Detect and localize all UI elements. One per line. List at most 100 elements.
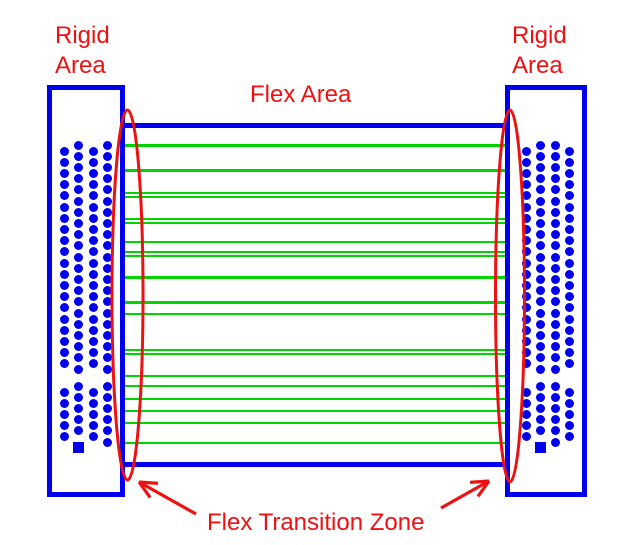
flex-trace-line	[125, 398, 505, 400]
via-dot	[536, 218, 545, 228]
via-dot	[536, 174, 545, 184]
via-dot	[565, 202, 574, 212]
via-dot	[536, 286, 545, 296]
via-dot	[536, 403, 545, 413]
via-dot	[103, 196, 112, 206]
via-dot	[59, 336, 69, 346]
via-dot	[550, 403, 560, 413]
via-dot	[59, 157, 69, 167]
via-dot	[521, 247, 531, 257]
via-dot	[88, 303, 98, 313]
via-dot	[536, 342, 545, 352]
via-dot	[88, 348, 98, 358]
via-dot	[103, 252, 112, 262]
via-dot	[59, 269, 69, 279]
via-dot	[103, 392, 112, 402]
via-dot	[103, 426, 112, 436]
via-dot	[88, 146, 98, 156]
via-dot	[88, 292, 98, 302]
transition-arrow-right	[440, 479, 491, 510]
via-dot	[74, 426, 83, 436]
via-dot	[74, 140, 83, 150]
via-dot	[74, 263, 83, 273]
via-dot	[74, 415, 83, 425]
via-dot	[74, 286, 83, 296]
via-dot	[88, 258, 98, 268]
via-dot	[521, 303, 531, 313]
via-dot	[550, 230, 560, 240]
via-dot	[88, 398, 98, 408]
via-dot	[103, 263, 112, 273]
flex-area-top-edge	[122, 123, 508, 128]
via-dot	[74, 185, 83, 195]
via-dot	[103, 381, 112, 391]
via-dot	[565, 314, 574, 324]
via-dot	[521, 292, 531, 302]
via-dot	[536, 319, 545, 329]
via-dot	[88, 247, 98, 257]
via-dot	[550, 263, 560, 273]
via-dot	[565, 432, 574, 442]
via-dot	[103, 342, 112, 352]
via-dot	[59, 202, 69, 212]
via-dot	[550, 252, 560, 262]
via-dot	[536, 415, 545, 425]
via-dot	[550, 426, 560, 436]
via-dot	[521, 202, 531, 212]
via-dot	[88, 314, 98, 324]
via-dot	[88, 224, 98, 234]
via-dot	[74, 319, 83, 329]
pin1-square-pad	[73, 441, 84, 453]
flex-trace-line	[125, 442, 505, 444]
via-dot	[59, 146, 69, 156]
via-dot	[103, 353, 112, 363]
flex-trace-line	[125, 375, 505, 377]
via-dot	[521, 421, 531, 431]
via-dot	[565, 180, 574, 190]
via-dot	[74, 392, 83, 402]
via-dot	[74, 218, 83, 228]
via-dot	[550, 437, 560, 447]
via-dot	[103, 330, 112, 340]
via-dot	[59, 292, 69, 302]
flex-trace-line	[125, 349, 505, 351]
via-dot	[550, 319, 560, 329]
via-dot	[88, 359, 98, 369]
via-dot	[521, 336, 531, 346]
flex-trace-line	[125, 169, 505, 172]
via-dot	[103, 185, 112, 195]
via-dot	[103, 274, 112, 284]
flex-trace-line	[125, 276, 505, 279]
via-dot	[88, 325, 98, 335]
via-dot	[521, 269, 531, 279]
via-dot	[565, 303, 574, 313]
via-dot	[103, 241, 112, 251]
flex-area-label: Flex Area	[250, 81, 352, 108]
via-dot	[59, 224, 69, 234]
via-dot	[536, 364, 545, 374]
via-dot	[88, 336, 98, 346]
via-dot	[521, 191, 531, 201]
via-dot	[103, 207, 112, 217]
via-dot	[565, 168, 574, 178]
via-dot	[565, 348, 574, 358]
rigid-area-label-left-line1: Rigid	[55, 22, 110, 49]
via-dot	[536, 263, 545, 273]
via-dot	[59, 409, 69, 419]
via-dot	[59, 348, 69, 358]
via-dot	[103, 297, 112, 307]
via-dot	[88, 191, 98, 201]
via-dot	[74, 196, 83, 206]
via-dot	[550, 286, 560, 296]
flex-trace-line	[125, 192, 505, 194]
via-dot	[521, 348, 531, 358]
via-dot	[59, 258, 69, 268]
via-dot	[88, 202, 98, 212]
via-dot	[550, 151, 560, 161]
via-dot	[565, 146, 574, 156]
flex-trace-line	[125, 144, 505, 147]
flex-transition-zone-label: Flex Transition Zone	[207, 509, 425, 536]
flex-trace-line	[125, 196, 505, 198]
via-dot	[536, 252, 545, 262]
via-dot	[88, 236, 98, 246]
